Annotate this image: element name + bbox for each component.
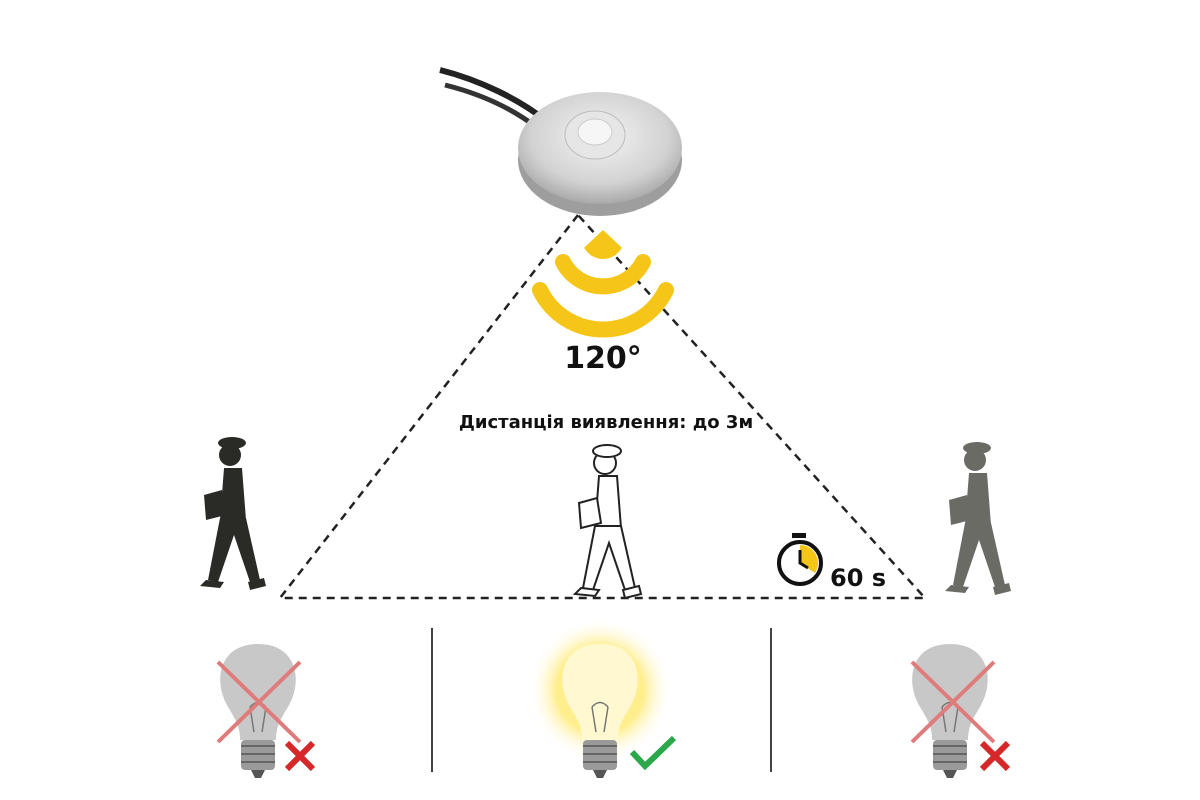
bulb-off-left <box>216 643 316 779</box>
walker-outside-left <box>200 437 266 590</box>
walker-outside-right <box>945 442 1011 595</box>
signal-waves-icon <box>532 229 674 338</box>
detection-zone-outline <box>277 213 928 600</box>
timer-label: 60 s <box>830 564 886 592</box>
bulb-on-center <box>528 618 677 779</box>
detection-angle-label: 120° <box>564 341 642 376</box>
cross-icon <box>284 740 316 772</box>
pir-sensor <box>439 67 682 216</box>
cross-icon <box>979 740 1011 772</box>
walker-inside-zone <box>574 444 642 599</box>
bulb-off-right <box>910 643 1011 779</box>
stopwatch-icon <box>777 533 823 586</box>
detection-distance-label: Дистанція виявлення: до 3м <box>459 412 753 433</box>
check-icon <box>629 735 677 771</box>
